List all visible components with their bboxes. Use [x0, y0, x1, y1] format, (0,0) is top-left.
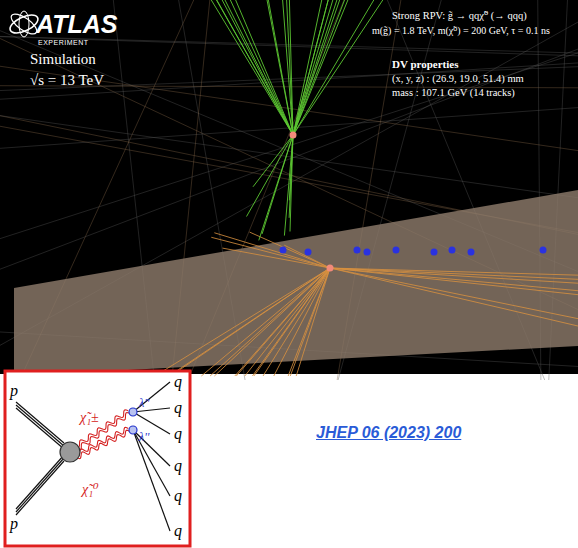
quark-line	[133, 408, 170, 412]
orange-track	[288, 268, 330, 376]
proton-line	[16, 408, 64, 449]
green-track	[228, 0, 293, 135]
proton-line	[16, 455, 64, 509]
reference-link: JHEP 06 (2023) 200	[316, 424, 461, 442]
quark-line	[133, 430, 170, 496]
dv-mass: mass : 107.1 GeV (14 tracks)	[392, 87, 515, 99]
orange-track	[222, 248, 330, 268]
green-track	[262, 135, 293, 234]
proton-line	[16, 405, 64, 446]
green-track	[293, 0, 386, 135]
green-track	[293, 0, 334, 135]
orange-track	[254, 268, 330, 376]
mass-parameters: m(g̃) = 1.8 TeV, m(χ̃⁰) = 200 GeV, τ = 0…	[372, 25, 550, 36]
simulation-tag: Simulation	[30, 51, 96, 68]
logo-text: ATLAS	[36, 11, 117, 39]
green-track	[293, 0, 350, 135]
proton-label: p	[10, 382, 18, 400]
green-track	[293, 0, 329, 135]
vertex-dot	[393, 247, 400, 254]
atlas-logo-swirl	[7, 10, 40, 37]
quark-label: q	[174, 457, 182, 475]
rpv-vertex	[129, 408, 137, 416]
orange-track	[330, 268, 578, 279]
production-blob	[60, 442, 80, 462]
quark-line	[133, 430, 170, 531]
quark-label: q	[174, 425, 182, 443]
orange-track	[330, 268, 578, 291]
coupling-label: λ''	[139, 431, 149, 444]
green-track	[214, 0, 293, 135]
neutralino-label: χ̃₁⁰	[82, 482, 99, 497]
orange-track	[201, 268, 330, 376]
orange-track	[214, 233, 330, 268]
vertex-dot	[468, 249, 475, 256]
proton-line	[16, 461, 64, 515]
green-track	[293, 0, 330, 135]
quark-line	[133, 382, 170, 412]
orange-track	[155, 268, 330, 376]
vertex-dot	[431, 249, 438, 256]
displaced-vertex	[327, 265, 334, 272]
vertex-dot	[280, 247, 287, 254]
quark-label: q	[174, 522, 182, 540]
quark-label: q	[174, 399, 182, 417]
orange-track	[235, 268, 330, 376]
proton-line	[16, 458, 64, 512]
background-tracks	[0, 0, 578, 380]
green-track	[293, 0, 377, 135]
chargino-label: χ̃₁±	[80, 410, 99, 425]
orange-track	[263, 268, 330, 376]
vertex-markers	[280, 132, 547, 272]
feynman-diagram	[16, 382, 170, 531]
orange-track	[296, 268, 330, 376]
particle-tracks	[155, 0, 578, 376]
rpv-vertex	[129, 426, 137, 434]
vertex-dot	[449, 247, 456, 254]
gaugino-line	[77, 430, 130, 459]
quark-label: q	[174, 373, 182, 391]
vertex-dot	[354, 247, 361, 254]
orange-track	[330, 268, 578, 326]
green-track	[222, 0, 293, 135]
detector-plane	[14, 190, 578, 376]
orange-track	[245, 268, 330, 376]
dv-position: (x, y, z) : (26.9, 19.0, 51.4) mm	[392, 73, 524, 85]
green-track	[266, 0, 293, 135]
green-track	[289, 135, 293, 218]
displaced-vertex	[290, 132, 297, 139]
green-track	[259, 135, 293, 240]
model-label: Strong RPV: g̃ → qqχ̃⁰ (→ qqq)	[392, 10, 527, 22]
proton-line	[16, 402, 64, 443]
orange-track	[211, 237, 330, 268]
orange-track	[210, 268, 330, 376]
logo-subtext: EXPERIMENT	[38, 39, 89, 47]
vertex-dot	[305, 249, 312, 256]
energy-label: √s = 13 TeV	[30, 72, 104, 89]
orange-track	[330, 268, 578, 319]
coupling-label: λ''	[139, 397, 149, 410]
green-track	[253, 135, 293, 187]
inset-frame	[5, 371, 190, 546]
green-track	[214, 0, 293, 135]
proton-label: p	[10, 515, 18, 533]
quark-line	[133, 430, 170, 466]
dv-heading: DV properties	[392, 58, 459, 70]
quark-line	[133, 412, 170, 434]
green-track	[290, 135, 293, 232]
orange-track	[169, 268, 330, 376]
vertex-dot	[540, 247, 547, 254]
vertex-dot	[364, 249, 371, 256]
orange-track	[252, 268, 330, 376]
quark-label: q	[174, 487, 182, 505]
green-track	[247, 135, 293, 217]
orange-track	[330, 268, 578, 295]
green-track	[208, 0, 293, 135]
